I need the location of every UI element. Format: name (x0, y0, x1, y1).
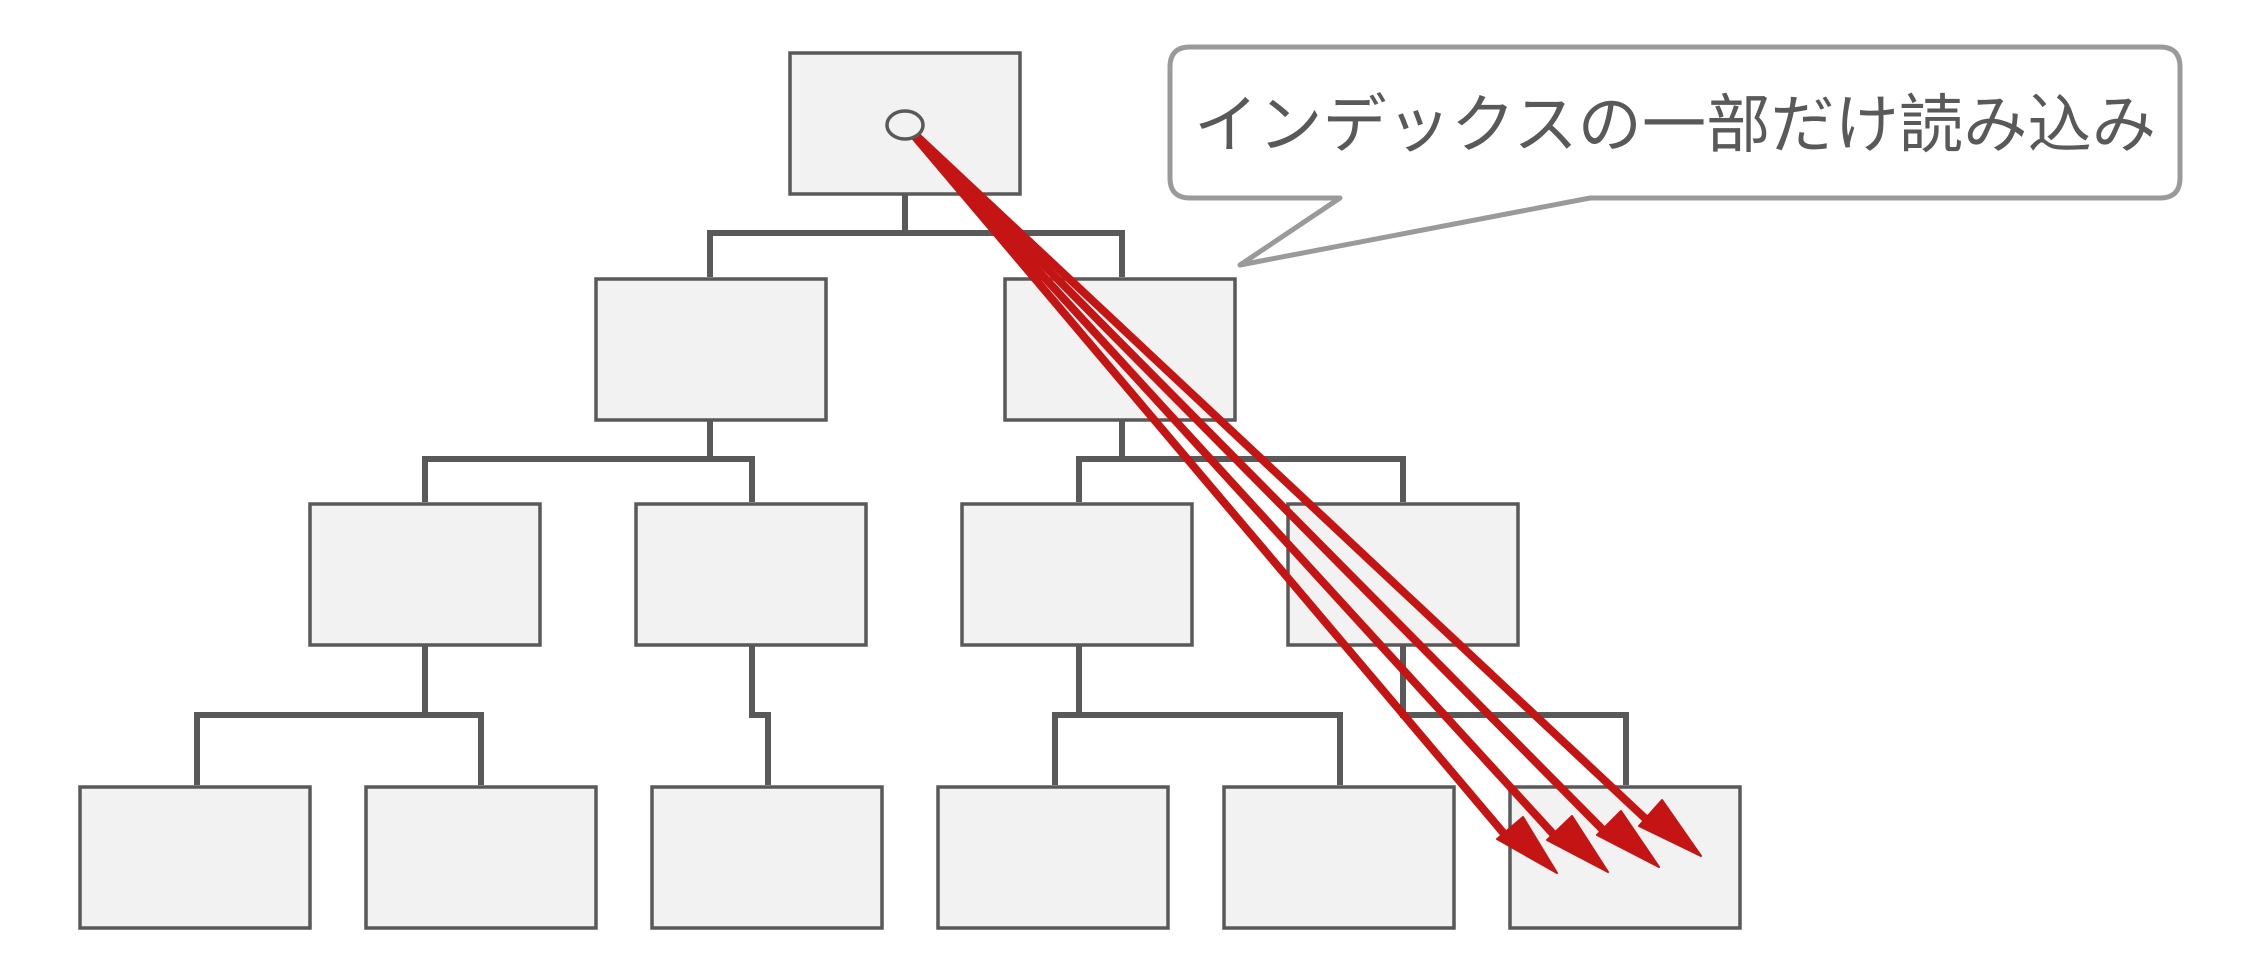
tree-nodes (78, 51, 1742, 930)
tree-edges (194, 194, 1629, 785)
node-leaf-e (1222, 785, 1456, 930)
access-arrow-3 (901, 121, 1607, 834)
arrowhead-2-icon (1546, 815, 1609, 873)
callout: インデックスの一部だけ読み込み (1167, 44, 2183, 268)
arrowhead-4-icon (1638, 799, 1702, 857)
node-level1-left (594, 277, 828, 422)
node-leaf-a (78, 785, 312, 930)
access-arrows (901, 121, 1702, 874)
arrowhead-1-icon (1496, 816, 1558, 874)
access-arrow-1 (901, 121, 1510, 840)
edge-l2a-to-level3 (194, 645, 484, 785)
node-leaf-b (364, 785, 598, 930)
node-leaf-c (650, 785, 884, 930)
edge-l2d-to-level3 (1400, 645, 1629, 785)
access-arrow-2 (901, 121, 1559, 840)
node-level2-b (634, 502, 868, 647)
node-level2-a (308, 502, 542, 647)
callout-bubble (1167, 44, 2183, 268)
node-leaf-d (936, 785, 1170, 930)
node-level2-c (960, 502, 1194, 647)
edge-l2c-to-level3 (1052, 645, 1343, 785)
start-marker-icon (885, 109, 925, 141)
access-arrow-4 (901, 121, 1653, 826)
callout-text: インデックスの一部だけ読み込み (1194, 89, 2156, 163)
edge-l1a-to-level2 (422, 420, 755, 502)
arrowhead-3-icon (1596, 810, 1660, 868)
edge-root-to-level1 (707, 194, 1125, 277)
edge-l2b-to-level3 (749, 645, 771, 785)
